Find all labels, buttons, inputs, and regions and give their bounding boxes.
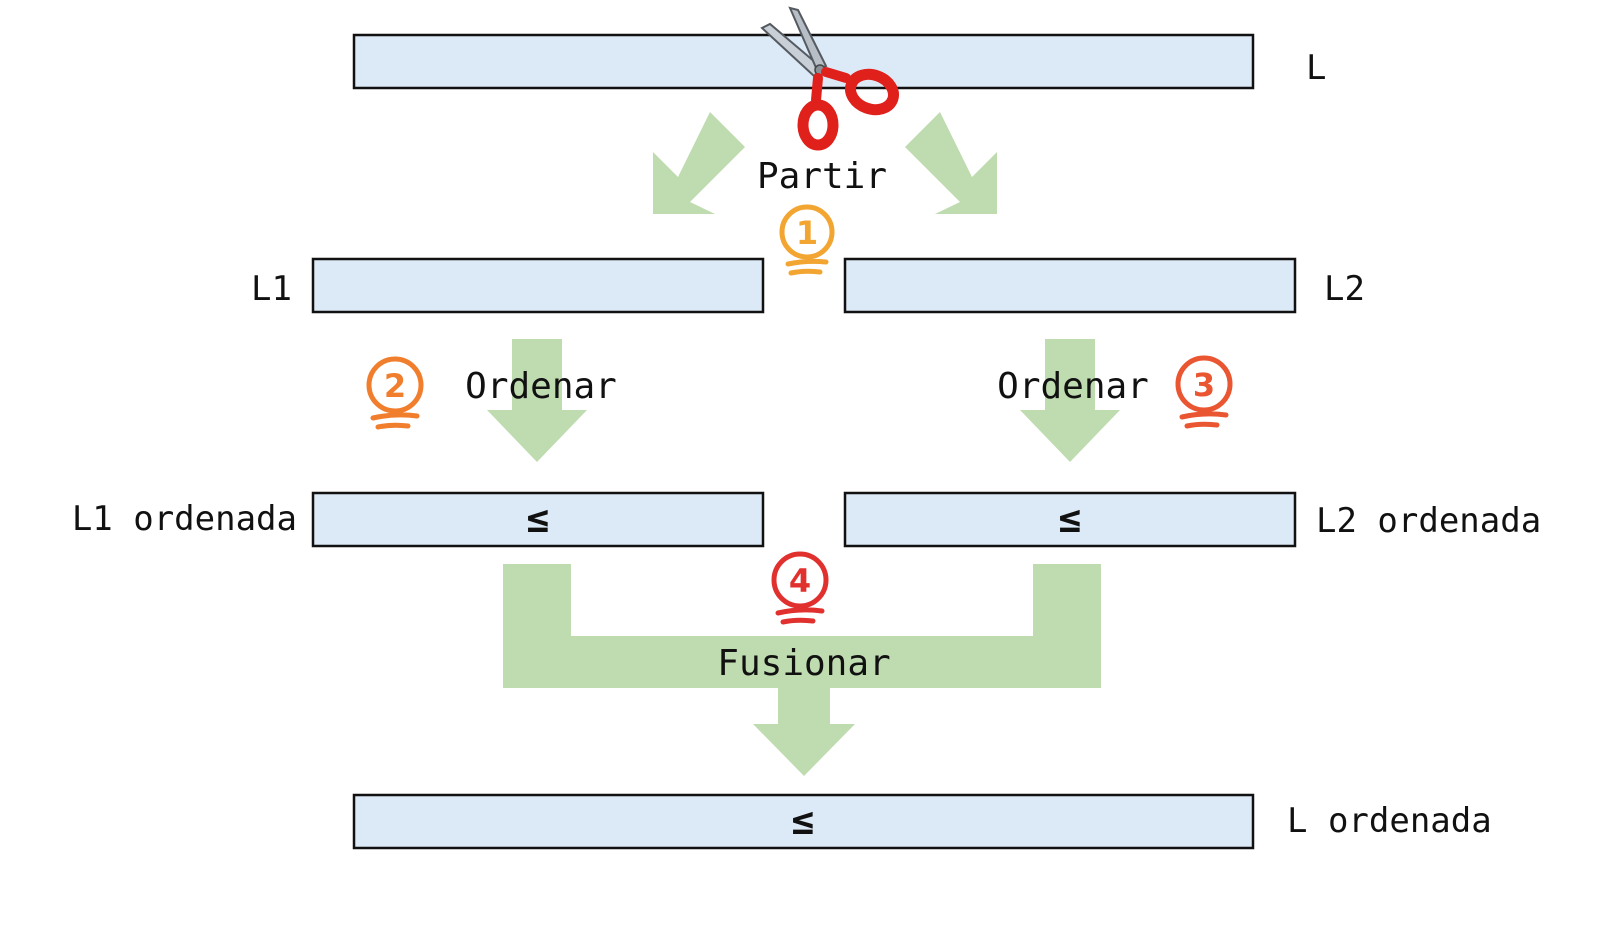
badge-step-2: 2 — [366, 356, 424, 430]
arrows — [487, 112, 1120, 776]
label-l2-sorted: L2 ordenada — [1316, 501, 1541, 541]
badge-step-4-number: 4 — [789, 562, 811, 600]
list-l2-sorted-box — [843, 491, 1297, 548]
step-split-label: Partir — [757, 156, 887, 197]
list-boxes — [311, 33, 1297, 850]
list-l2-box — [843, 257, 1297, 314]
sort-arrow-left — [487, 339, 587, 462]
merge-arrow — [753, 688, 855, 776]
merge-funnel — [503, 564, 1101, 688]
list-l1-sorted-box — [311, 491, 765, 548]
label-l1-sorted: L1 ordenada — [72, 499, 297, 539]
l1-sorted-le-symbol: ≤ — [527, 497, 550, 541]
label-l-sorted: L ordenada — [1287, 801, 1492, 841]
label-l2: L2 — [1324, 269, 1365, 309]
list-l1-box — [311, 257, 765, 314]
label-l1: L1 — [251, 269, 292, 309]
split-arrow-left — [653, 112, 745, 214]
badge-step-2-number: 2 — [384, 367, 406, 405]
badge-step-3: 3 — [1175, 355, 1233, 429]
list-l-sorted-box — [352, 793, 1255, 850]
l-sorted-le-symbol: ≤ — [792, 799, 815, 843]
sort-arrow-right — [1020, 339, 1120, 462]
badge-step-1-number: 1 — [796, 214, 818, 252]
scissors-icon — [760, 6, 899, 151]
step-sort-right-label: Ordenar — [997, 366, 1149, 407]
split-arrow-right — [905, 112, 997, 214]
l2-sorted-le-symbol: ≤ — [1059, 497, 1082, 541]
badge-step-1: 1 — [779, 204, 835, 276]
badge-step-4: 4 — [771, 551, 829, 625]
step-merge-label: Fusionar — [717, 643, 890, 684]
label-l: L — [1306, 48, 1326, 88]
step-sort-left-label: Ordenar — [465, 366, 617, 407]
badge-step-3-number: 3 — [1193, 366, 1215, 404]
